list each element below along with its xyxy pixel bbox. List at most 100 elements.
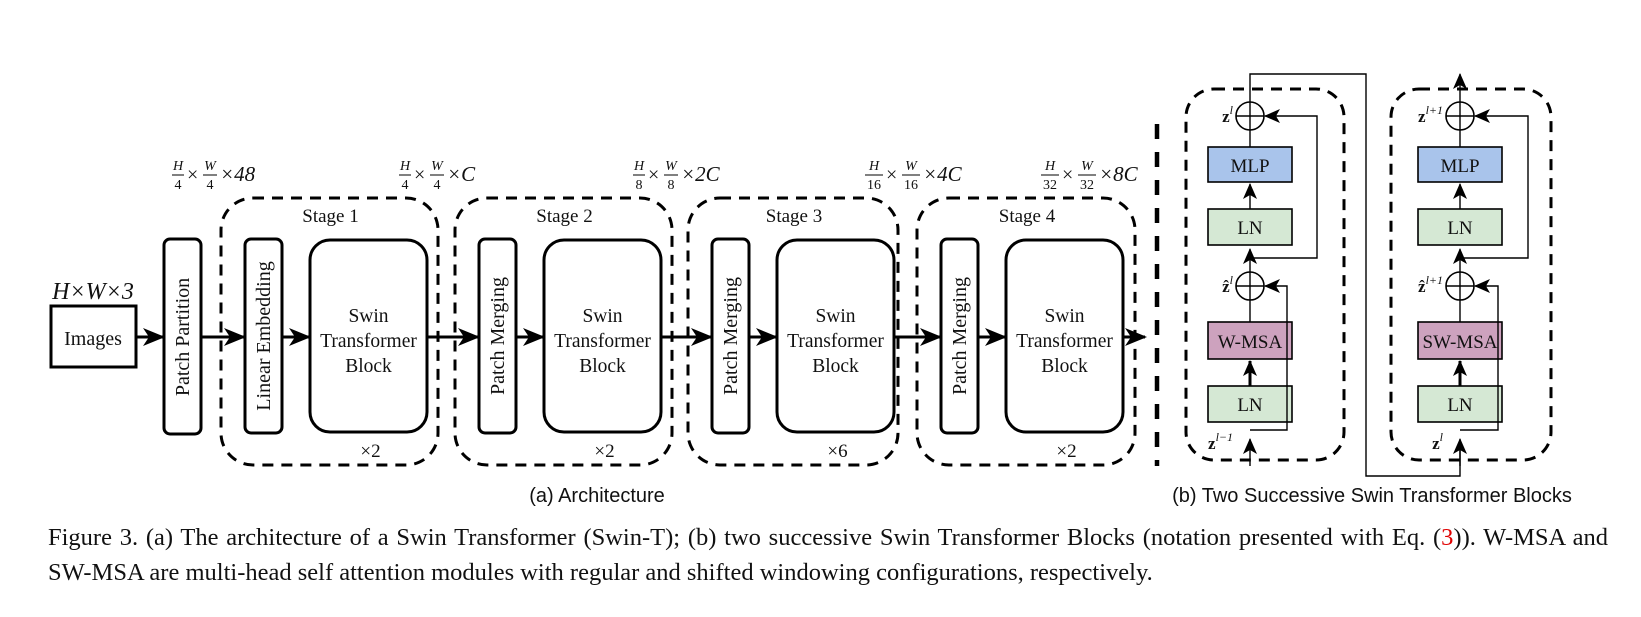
fraction-denominator: 16 — [904, 178, 918, 193]
fraction-denominator: 4 — [402, 178, 409, 193]
output-variable-label: zl+1 — [1418, 103, 1443, 126]
layer-norm-top — [1207, 208, 1293, 246]
variable-superscript: l+1 — [1426, 103, 1443, 117]
equation-reference-link[interactable]: 3 — [1441, 524, 1454, 551]
swin-block-label-line1: Swin — [1044, 306, 1084, 327]
residual-skip-lower — [1460, 279, 1499, 431]
channel-term: ×48 — [220, 162, 256, 186]
mlp-label: MLP — [1230, 156, 1269, 177]
layer-norm-bottom — [1207, 385, 1293, 423]
fraction-denominator: 32 — [1080, 178, 1094, 193]
variable-symbol: z — [1432, 434, 1440, 453]
residual-skip-lower — [1250, 279, 1288, 431]
swin-block-label-line1: Swin — [582, 306, 622, 327]
times-sign: × — [648, 164, 659, 186]
layer-norm-top-label: LN — [1447, 218, 1473, 239]
caption-text-2: )). W-MSA and SW-MSA are multi-head self… — [48, 524, 1608, 586]
stage-dashed-border — [219, 196, 440, 467]
fraction-numerator: W — [204, 159, 217, 174]
fraction-numerator: W — [905, 159, 918, 174]
blocks-panel: LNW-MSALNMLPzlẑlzl−1LNSW-MSALNMLPzl+1ẑl+… — [1184, 73, 1553, 477]
swin-block-label-line2: Transformer — [787, 331, 884, 352]
dimension-label: H4×W4×48 — [172, 159, 256, 193]
residual-skip-upper — [1250, 109, 1318, 259]
mlp-block — [1207, 146, 1293, 183]
fraction-denominator: 4 — [175, 178, 182, 193]
swin-block-label-line3: Block — [1041, 356, 1088, 377]
fraction-numerator: W — [1081, 159, 1094, 174]
fraction-numerator: H — [868, 159, 880, 174]
channel-term: ×8C — [1099, 162, 1139, 186]
subcaption-blocks: (b) Two Successive Swin Transformer Bloc… — [1172, 485, 1572, 507]
swin-block-label-line3: Block — [812, 356, 859, 377]
intermediate-variable-label: ẑl — [1222, 273, 1234, 296]
mlp-block — [1417, 146, 1503, 183]
input-variable-label: zl−1 — [1208, 430, 1233, 453]
linear-embedding-label: Linear Embedding — [253, 261, 275, 410]
output-variable-label: zl — [1222, 103, 1234, 126]
layer-norm-bottom-label: LN — [1447, 395, 1473, 416]
figure-caption: Figure 3. (a) The architecture of a Swin… — [48, 520, 1608, 590]
block-dashed-border — [1389, 87, 1553, 462]
variable-superscript: l — [1230, 103, 1234, 117]
variable-symbol: ẑ — [1222, 277, 1230, 296]
variable-superscript: l−1 — [1216, 430, 1233, 444]
layer-norm-bottom — [1417, 385, 1503, 423]
dimension-label: H8×W8×2C — [633, 159, 721, 193]
fraction-numerator: H — [172, 159, 184, 174]
fraction-numerator: H — [1044, 159, 1056, 174]
images-box — [49, 304, 138, 369]
patch-merging-label: Patch Merging — [949, 277, 971, 395]
subcaption-architecture: (a) Architecture — [529, 485, 665, 507]
fraction-numerator: W — [431, 159, 444, 174]
swin-block-label-line3: Block — [579, 356, 626, 377]
attention-block — [1207, 321, 1293, 360]
mlp-label: MLP — [1440, 156, 1479, 177]
fraction-denominator: 8 — [636, 178, 643, 193]
swin-block-label-line3: Block — [345, 356, 392, 377]
fraction-denominator: 16 — [867, 178, 881, 193]
variable-superscript: l — [1230, 273, 1234, 287]
images-label: Images — [64, 328, 122, 350]
stage-dashed-border — [453, 196, 674, 467]
block-dashed-border — [1184, 87, 1346, 462]
repeat-count: ×2 — [360, 441, 380, 462]
channel-term: ×2C — [681, 162, 721, 186]
variable-symbol: z — [1418, 107, 1426, 126]
patch-merging-label: Patch Merging — [487, 277, 509, 395]
variable-superscript: l+1 — [1426, 273, 1443, 287]
input-dimension: H×W×3 — [51, 279, 134, 305]
stage-title: Stage 3 — [766, 206, 822, 227]
dimension-label: H4×W4×C — [399, 159, 476, 193]
repeat-count: ×2 — [594, 441, 614, 462]
variable-symbol: ẑ — [1418, 277, 1426, 296]
patch-merging-label: Patch Merging — [720, 277, 742, 395]
swin-block-label-line2: Transformer — [554, 331, 651, 352]
variable-symbol: z — [1222, 107, 1230, 126]
times-sign: × — [1062, 164, 1073, 186]
caption-text-1: Figure 3. (a) The architecture of a Swin… — [48, 524, 1442, 551]
stage-title: Stage 4 — [999, 206, 1056, 227]
residual-skip-upper — [1460, 109, 1529, 259]
channel-term: ×4C — [923, 162, 963, 186]
fraction-denominator: 4 — [434, 178, 441, 193]
dimension-label: H 32 × W 32 ×8C — [1041, 159, 1139, 193]
fraction-numerator: H — [399, 159, 411, 174]
input-variable-label: zl — [1432, 430, 1444, 453]
intermediate-variable-label: ẑl+1 — [1418, 273, 1443, 296]
stage-title: Stage 1 — [302, 206, 358, 227]
layer-norm-top-label: LN — [1237, 218, 1263, 239]
stage-dashed-border — [686, 196, 900, 467]
times-sign: × — [886, 164, 897, 186]
channel-term: ×C — [447, 162, 476, 186]
variable-symbol: z — [1208, 434, 1216, 453]
repeat-count: ×2 — [1056, 441, 1076, 462]
fraction-denominator: 32 — [1043, 178, 1057, 193]
